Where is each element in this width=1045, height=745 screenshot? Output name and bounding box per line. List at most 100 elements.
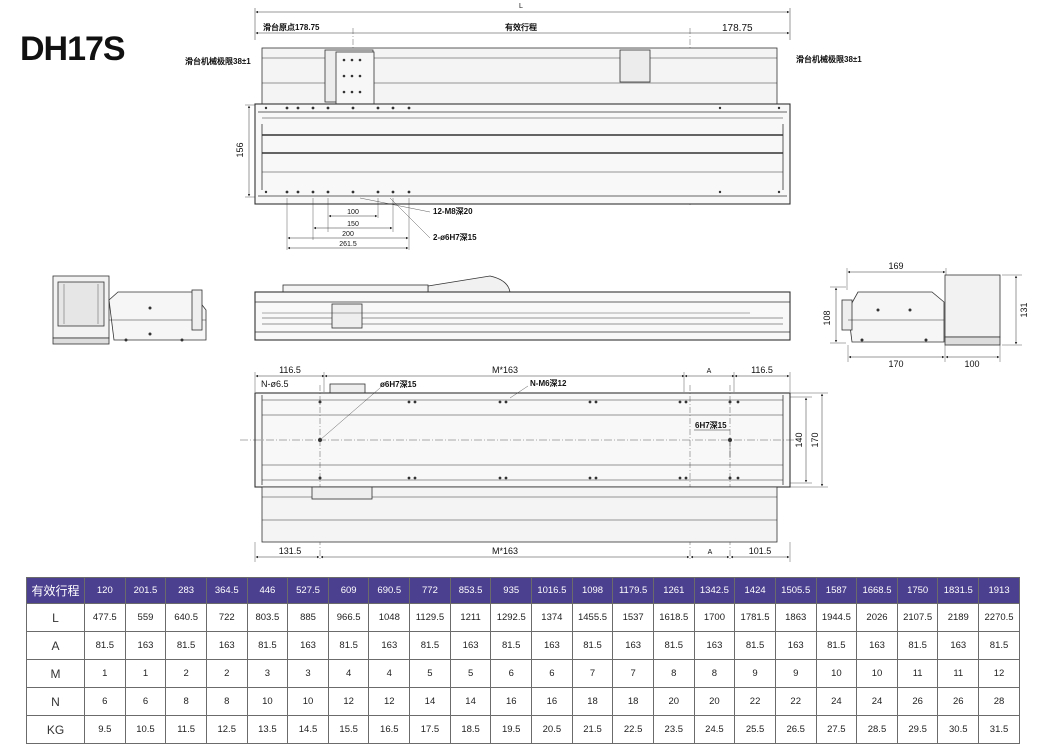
table-cell: 24.5 [693,715,736,744]
table-cell: 446 [246,577,289,604]
table-cell: 1863 [774,603,817,632]
dim-170: 170 [810,432,820,447]
table-cell: 1016.5 [531,577,573,604]
table-cell: 24 [815,687,858,716]
table-cell: 1342.5 [693,577,736,604]
table-cell: 1700 [693,603,736,632]
table-cell: 163 [856,631,898,660]
table-cell: 81.5 [978,631,1020,660]
table-cell: 6 [124,687,167,716]
table-cell: 15.5 [327,715,370,744]
table-cell: 163 [693,631,736,660]
table-cell: 609 [327,577,370,604]
table-cell: 1781.5 [734,603,776,632]
top-view [245,8,791,250]
table-cell: 12 [978,659,1020,688]
table-cell: 5 [409,659,451,688]
table-cell: 22 [734,687,776,716]
dim-116-right: 116.5 [751,365,773,375]
table-cell: 22 [774,687,817,716]
table-cell: 3 [246,659,289,688]
table-cell: 11 [937,659,980,688]
table-cell: 2107.5 [896,603,939,632]
table-cell: 163 [612,631,654,660]
technical-drawing: L 滑台原点178.75 有效行程 178.75 滑台机械极限38±1 滑台机械… [52,3,1029,562]
table-cell: 10 [287,687,329,716]
table-cell: 477.5 [84,603,126,632]
table-cell: 1261 [652,577,695,604]
table-cell: 4 [327,659,370,688]
top-view-labels: L 滑台原点178.75 有效行程 178.75 滑台机械极限38±1 滑台机械… [185,3,862,248]
table-cell: 9 [774,659,817,688]
table-cell: 163 [205,631,248,660]
table-cell: 81.5 [84,631,126,660]
table-cell: 1505.5 [774,577,817,604]
limit-left: 滑台机械极限38±1 [185,56,251,66]
table-cell: 722 [205,603,248,632]
table-cell: 163 [449,631,492,660]
dim-170-side: 170 [888,359,903,369]
dim-156: 156 [235,142,245,157]
limit-right: 滑台机械极限38±1 [796,54,862,64]
table-cell: 23.5 [652,715,695,744]
table-cell: 26 [937,687,980,716]
table-cell: 8 [693,659,736,688]
table-cell: 1455.5 [571,603,614,632]
table-cell: 1587 [815,577,858,604]
dim-100-side: 100 [964,359,979,369]
table-cell: 27.5 [815,715,858,744]
dim-100: 100 [347,209,359,216]
dim-A-bottom: A [708,549,713,556]
table-cell: 13.5 [246,715,289,744]
table-cell: 2189 [937,603,980,632]
table-cell: 28.5 [856,715,898,744]
dim-108: 108 [822,310,832,325]
table-cell: 18 [612,687,654,716]
table-cell: 9 [734,659,776,688]
dim-101: 101.5 [749,546,772,556]
table-cell: 364.5 [205,577,248,604]
table-cell: 81.5 [165,631,207,660]
table-cell: 81.5 [246,631,289,660]
table-cell: 81.5 [815,631,858,660]
table-cell: 163 [368,631,411,660]
right-end-holes [860,308,928,342]
table-cell: 640.5 [165,603,207,632]
table-cell: 17.5 [409,715,451,744]
table-cell: 12 [368,687,411,716]
table-cell: 31.5 [978,715,1020,744]
table-cell: 527.5 [287,577,329,604]
bottom-view-labels: 116.5 M*163 A 116.5 N-ø6.5 ø6H7深15 N-M6深… [261,365,820,556]
table-cell: 29.5 [896,715,939,744]
table-cell: 9.5 [84,715,126,744]
table-cell: 1211 [449,603,492,632]
table-cell: 2 [165,659,207,688]
table-cell: 1 [84,659,126,688]
table-cell: 28 [978,687,1020,716]
table-cell: 803.5 [246,603,289,632]
table-cell: 16 [531,687,573,716]
table-cell: 20 [693,687,736,716]
row-header: KG [26,715,85,744]
table-cell: 1944.5 [815,603,858,632]
table-cell: 19.5 [490,715,533,744]
dim-150: 150 [347,221,359,228]
table-cell: 81.5 [652,631,695,660]
table-cell: 30.5 [937,715,980,744]
table-cell: 4 [368,659,411,688]
table-cell: 283 [165,577,207,604]
dim-stroke: 有效行程 [505,22,537,32]
dim-140: 140 [794,432,804,447]
table-cell: 853.5 [449,577,492,604]
table-cell: 81.5 [327,631,370,660]
left-end-view [52,275,207,345]
table-cell: 20.5 [531,715,573,744]
table-cell: 11 [896,659,939,688]
table-cell: 10.5 [124,715,167,744]
top-view-holes [264,58,781,194]
table-cell: 12 [327,687,370,716]
table-cell: 1098 [571,577,614,604]
